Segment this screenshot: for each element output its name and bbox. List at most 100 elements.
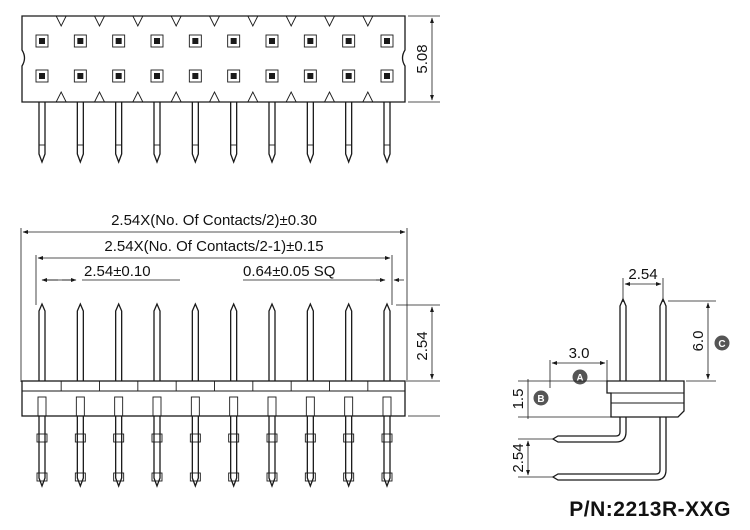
top-contact-hole xyxy=(303,69,317,83)
top-pin-tail xyxy=(345,102,353,164)
top-view-notches xyxy=(55,15,374,103)
front-pin-top xyxy=(268,302,276,381)
top-pin-tail xyxy=(230,102,238,164)
top-contact-hole xyxy=(303,34,317,48)
top-contact-hole xyxy=(112,69,126,83)
top-notch xyxy=(94,15,105,28)
top-view-housing xyxy=(21,15,406,103)
top-view-pin-tails xyxy=(38,102,391,164)
front-pin-bend-mark xyxy=(189,433,201,443)
top-notch xyxy=(55,90,67,103)
side-pin-outer-bent xyxy=(551,417,667,481)
top-contact-hole xyxy=(35,69,49,83)
front-pin-bend-mark xyxy=(381,472,393,482)
badge-b-label: B xyxy=(537,394,544,405)
dim-side-pitch: 2.54 xyxy=(622,266,664,302)
front-pin-bend-mark xyxy=(266,472,278,482)
front-pin-bend-mark xyxy=(113,472,125,482)
front-housing-slot xyxy=(75,396,85,417)
top-pin-tail xyxy=(115,102,123,164)
top-pin-tail xyxy=(38,102,46,164)
top-contact-hole xyxy=(150,34,164,48)
badge-c-icon xyxy=(714,335,730,351)
dim-side-pitch-label: 2.54 xyxy=(628,266,657,283)
front-pin-bend-mark xyxy=(304,433,316,443)
front-housing-slot xyxy=(382,396,392,417)
top-contact-hole xyxy=(380,69,394,83)
front-pin-bend-mark xyxy=(74,433,86,443)
front-pin-tail xyxy=(383,416,391,488)
front-view-housing xyxy=(21,380,406,417)
top-contact-pin xyxy=(269,38,275,44)
side-pin-outer-top xyxy=(659,297,667,381)
front-pin-top xyxy=(230,302,238,381)
top-contact-pin xyxy=(230,73,237,79)
front-housing-slot xyxy=(190,396,200,417)
top-contact-hole xyxy=(227,69,241,83)
top-contact-pin xyxy=(39,38,45,44)
badge-b-icon xyxy=(533,390,549,406)
top-notch xyxy=(209,15,220,28)
front-housing-slot xyxy=(344,396,354,417)
front-housing-slot xyxy=(152,396,162,417)
side-pin-inner-bent xyxy=(551,417,627,443)
front-housing-slot xyxy=(114,396,124,417)
front-view: 2.54X(No. Of Contacts/2)±0.30 2.54X(No. … xyxy=(20,212,440,488)
top-notch xyxy=(94,90,105,103)
badge-c-label: C xyxy=(718,339,725,350)
badge-a-label: A xyxy=(576,373,583,384)
front-pin-bend-mark xyxy=(151,433,163,443)
top-notch xyxy=(247,90,259,103)
top-notch xyxy=(324,15,335,28)
top-contact-hole xyxy=(112,34,126,48)
front-pin-top xyxy=(306,302,314,381)
top-contact-pin xyxy=(154,38,160,44)
front-pin-bend-mark xyxy=(381,433,393,443)
front-pin-tail xyxy=(268,416,276,488)
front-pin-top xyxy=(345,302,353,381)
top-contact-pin xyxy=(384,73,390,79)
top-contact-pin xyxy=(154,73,160,79)
dim-side-a: 3.0 A xyxy=(549,345,608,388)
front-pin-top xyxy=(383,302,391,381)
dim-side-row-spacing-label: 2.54 xyxy=(510,443,527,472)
top-contact-pin xyxy=(192,38,199,44)
top-contact-pin xyxy=(307,73,314,79)
top-pin-tail xyxy=(383,102,391,164)
front-pin-bend-mark xyxy=(304,472,316,482)
top-contact-hole xyxy=(188,69,202,83)
front-view-pins xyxy=(36,302,393,488)
front-pin-tail xyxy=(306,416,314,488)
front-pin-bend-mark xyxy=(189,472,201,482)
top-contact-pin xyxy=(307,38,314,44)
front-housing-slot xyxy=(305,396,315,417)
front-pin-top xyxy=(38,302,46,381)
dim-pin-size: 0.64±0.05 SQ xyxy=(243,263,404,282)
dim-pin-height: 2.54 xyxy=(396,304,440,417)
top-notch xyxy=(132,15,144,28)
dim-side-c: 6.0 C xyxy=(668,300,730,382)
dim-pin-height-label: 2.54 xyxy=(414,331,431,360)
top-view: 5.08 xyxy=(21,15,440,164)
front-pin-top xyxy=(115,302,123,381)
top-view-contacts xyxy=(35,34,394,83)
dim-side-row-spacing: 2.54 xyxy=(510,438,553,478)
top-contact-pin xyxy=(345,38,352,44)
top-contact-pin xyxy=(384,38,390,44)
dim-overall-label: 2.54X(No. Of Contacts/2)±0.30 xyxy=(111,212,317,229)
top-notch xyxy=(247,15,259,28)
top-contact-hole xyxy=(265,34,279,48)
top-contact-pin xyxy=(115,73,122,79)
front-pin-top xyxy=(191,302,199,381)
dim-pitch: 2.54±0.10 xyxy=(41,263,180,282)
front-housing-slot xyxy=(267,396,277,417)
front-pin-bend-mark xyxy=(36,433,48,443)
dim-side-c-label: 6.0 xyxy=(690,331,707,352)
top-contact-pin xyxy=(345,73,352,79)
front-pin-bend-mark xyxy=(266,433,278,443)
dim-side-b-label: 1.5 xyxy=(510,389,527,410)
front-pin-bend-mark xyxy=(343,472,355,482)
front-pin-bend-mark xyxy=(228,433,240,443)
top-contact-pin xyxy=(77,38,84,44)
top-notch xyxy=(55,15,67,28)
